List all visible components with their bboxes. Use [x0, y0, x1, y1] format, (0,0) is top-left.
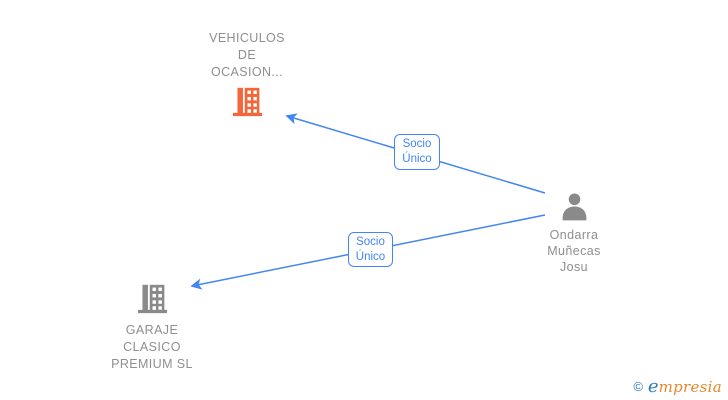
edge-label-line: Socio: [356, 235, 385, 248]
node-company-garaje-clasico-premium[interactable]: GARAJE CLASICO PREMIUM SL: [72, 282, 232, 373]
person-name-line: Josu: [559, 260, 588, 274]
empresia-wordmark: empresia: [648, 376, 722, 397]
company-name-line: GARAJE: [125, 323, 179, 337]
person-name-line: Muñecas: [547, 244, 601, 258]
building-icon: [137, 284, 167, 314]
person-name-line: Ondarra: [549, 228, 599, 242]
company-name-line: VEHICULOS: [209, 31, 285, 45]
company-name-line: CLASICO: [123, 340, 181, 354]
brand-letter-e: e: [647, 376, 659, 397]
edge-label-socio-unico-bottom: Socio Único: [348, 232, 393, 267]
company-name-label: VEHICULOS DE OCASION...: [167, 30, 327, 81]
edge-label-socio-unico-top: Socio Único: [394, 134, 440, 170]
brand-rest-text: mpresia: [658, 378, 722, 396]
node-company-vehiculos-de-ocasion[interactable]: VEHICULOS DE OCASION...: [167, 30, 327, 118]
company-name-line: OCASION...: [210, 65, 284, 79]
building-icon: [232, 87, 262, 117]
copyright-icon: ©: [633, 379, 643, 394]
company-name-line: DE: [237, 48, 257, 62]
company-name-label: GARAJE CLASICO PREMIUM SL: [72, 322, 232, 373]
edge-label-line: Único: [402, 153, 432, 165]
edge-label-line: Socio: [402, 138, 432, 150]
edge-label-line: Único: [355, 250, 386, 263]
company-name-line: PREMIUM SL: [111, 357, 193, 371]
empresia-logo[interactable]: © empresia: [633, 376, 722, 397]
node-person-ondarra-munecas-josu[interactable]: Ondarra Muñecas Josu: [494, 191, 654, 275]
person-name-label: Ondarra Muñecas Josu: [494, 227, 654, 275]
person-icon: [562, 193, 586, 221]
